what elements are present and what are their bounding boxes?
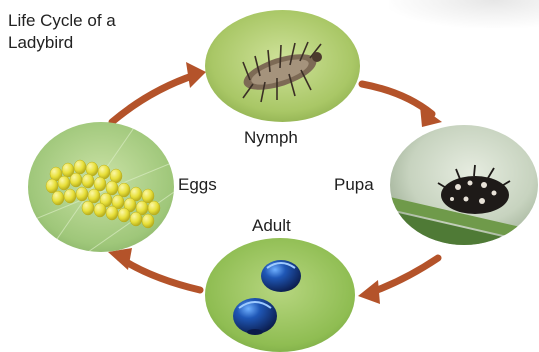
eggs-label: Eggs [178,175,217,195]
arrow-head-eggs-to-nymph [186,62,206,88]
pupa-image [390,125,538,245]
arrow-pupa-to-adult [372,258,438,292]
nymph-label: Nymph [244,128,298,148]
pupa-label: Pupa [334,175,374,195]
arrow-adult-to-eggs [120,258,200,290]
arrow-eggs-to-nymph [112,75,195,122]
nymph-image [205,10,360,122]
eggs-image [28,122,174,252]
adult-image [205,238,355,352]
adult-label: Adult [252,216,291,236]
arrow-head-pupa-to-adult [358,280,380,304]
